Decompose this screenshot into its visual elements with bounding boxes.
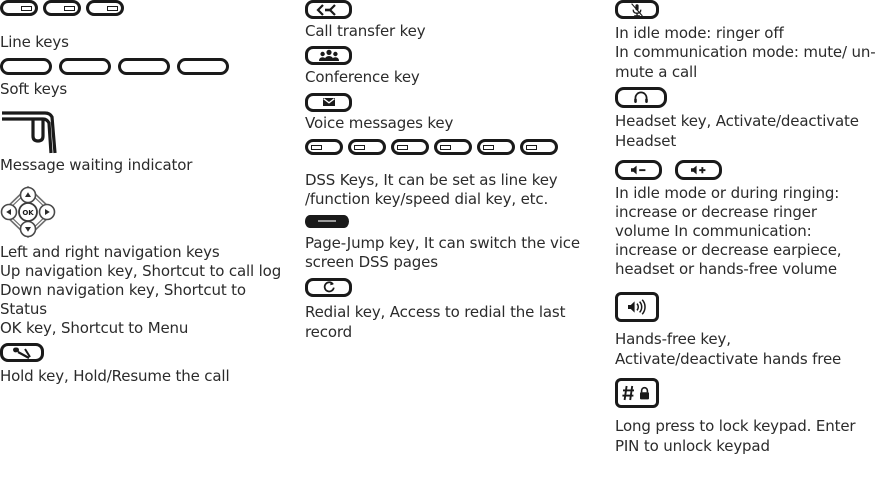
microphone-muted-icon — [631, 2, 643, 16]
dss-key-led-icon — [397, 144, 409, 150]
dss-keys-label: DSS Keys, It can be set as line key /fun… — [305, 170, 558, 209]
spacer — [615, 151, 876, 160]
page-jump-bar-icon — [318, 219, 336, 222]
conference-key-icon[interactable] — [305, 46, 352, 65]
spacer — [615, 279, 876, 292]
hands-free-key-entry: Hands-free key, Activate/deactivate hand… — [615, 292, 876, 369]
redial-key-label: Redial key, Access to redial the last re… — [305, 303, 566, 341]
soft-keys-entry: Soft keys — [0, 57, 296, 100]
page-jump-key-icon[interactable] — [305, 214, 349, 228]
spacer — [0, 176, 296, 185]
svg-text:OK: OK — [22, 209, 34, 217]
keypad-lock-key-entry: Long press to lock keypad. Enter PIN to … — [615, 378, 876, 456]
dss-key-led-icon — [483, 144, 495, 150]
dss-key-icon[interactable] — [477, 138, 516, 155]
hash-padlock-icon — [622, 385, 649, 401]
envelope-icon — [322, 98, 335, 106]
volume-keys-row — [615, 160, 876, 180]
soft-key-icon[interactable] — [0, 57, 52, 75]
middle-column: Call transfer key Conference key Voice m… — [305, 0, 605, 342]
dss-key-led-icon — [526, 144, 538, 150]
mute-key-entry: In idle mode: ringer off In communicatio… — [615, 0, 876, 82]
dss-key-led-icon — [311, 144, 322, 150]
line-key-icon[interactable] — [0, 0, 38, 16]
line-key-led-icon — [107, 6, 119, 11]
soft-key-icon[interactable] — [118, 57, 170, 75]
dss-keys-entry: DSS Keys, It can be set as line key /fun… — [305, 138, 605, 210]
dss-key-led-icon — [354, 144, 366, 150]
soft-key-icon[interactable] — [59, 57, 111, 75]
redial-circular-arrow-icon — [323, 281, 335, 293]
keypad-lock-key-label: Long press to lock keypad. Enter PIN to … — [615, 417, 856, 455]
navigation-keys-entry: OK Left and right navigation keys Up nav… — [0, 185, 296, 338]
dss-key-icon[interactable] — [348, 138, 387, 155]
hands-free-key-icon[interactable] — [615, 292, 659, 322]
message-waiting-indicator-entry: Message waiting indicator — [0, 108, 296, 176]
navigation-dpad-icon[interactable]: OK — [0, 185, 56, 239]
dss-key-icon[interactable] — [434, 138, 473, 155]
conference-people-icon — [318, 49, 339, 61]
line-keys-label: Line keys — [0, 33, 69, 51]
conference-key-label: Conference key — [305, 68, 420, 86]
volume-keys-entry: In idle mode or during ringing: increase… — [615, 160, 876, 279]
message-waiting-indicator-icon — [0, 108, 64, 156]
keypad-lock-key-icon[interactable] — [615, 378, 659, 408]
line-key-icon[interactable] — [86, 0, 125, 16]
transfer-arrows-icon — [315, 3, 336, 16]
hold-key-label: Hold key, Hold/Resume the call — [0, 366, 230, 385]
hash-icon — [622, 385, 634, 401]
call-transfer-key-entry: Call transfer key — [305, 0, 605, 41]
speaker-minus-icon — [630, 165, 645, 175]
page-jump-key-label: Page-Jump key, It can switch the vice sc… — [305, 233, 580, 272]
redial-key-icon[interactable] — [305, 277, 352, 297]
line-key-icon[interactable] — [43, 0, 82, 16]
headset-key-entry: Headset key, Activate/deactivate Headset — [615, 87, 876, 151]
spacer — [615, 369, 876, 378]
message-waiting-indicator-label: Message waiting indicator — [0, 156, 193, 174]
dss-key-icon[interactable] — [305, 138, 343, 155]
speaker-plus-icon — [690, 165, 705, 175]
conference-key-entry: Conference key — [305, 46, 605, 88]
hold-key-entry: Hold key, Hold/Resume the call — [0, 342, 296, 387]
volume-keys-label: In idle mode or during ringing: increase… — [615, 184, 842, 278]
headset-key-label: Headset key, Activate/deactivate Headset — [615, 112, 859, 150]
line-key-led-icon — [64, 6, 76, 11]
hands-free-key-label: Hands-free key, Activate/deactivate hand… — [615, 330, 842, 368]
line-keys-entry: Line keys — [0, 0, 296, 53]
spacer — [0, 99, 296, 108]
dss-key-led-icon — [440, 144, 452, 150]
soft-key-icon[interactable] — [177, 57, 229, 75]
mwi-glyph-icon — [2, 111, 57, 154]
redial-key-entry: Redial key, Access to redial the last re… — [305, 277, 605, 343]
voice-messages-key-label: Voice messages key — [305, 114, 454, 132]
headphones-icon — [634, 91, 648, 103]
voice-messages-key-icon[interactable] — [305, 92, 352, 112]
headset-key-icon[interactable] — [615, 87, 667, 108]
volume-down-key-icon[interactable] — [615, 160, 662, 180]
ok-key-icon — [18, 201, 38, 222]
right-column: In idle mode: ringer off In communicatio… — [615, 0, 876, 456]
dss-key-icon[interactable] — [391, 138, 430, 155]
mute-key-label: In idle mode: ringer off In communicatio… — [615, 23, 876, 81]
left-column: Line keys Soft keys Message waiting indi… — [0, 0, 296, 386]
mute-key-icon[interactable] — [615, 0, 659, 19]
speaker-waves-icon — [628, 299, 646, 315]
soft-keys-label: Soft keys — [0, 79, 68, 98]
dpad-glyph-icon: OK — [0, 185, 56, 238]
call-transfer-key-icon[interactable] — [305, 0, 352, 19]
dss-key-icon[interactable] — [520, 138, 559, 155]
padlock-icon — [640, 386, 649, 400]
soft-keys-row — [0, 57, 296, 75]
volume-up-key-icon[interactable] — [675, 160, 722, 180]
page-jump-key-entry: Page-Jump key, It can switch the vice sc… — [305, 214, 605, 273]
line-key-led-icon — [21, 6, 32, 11]
call-transfer-key-label: Call transfer key — [305, 21, 426, 40]
hold-key-icon[interactable] — [0, 342, 44, 362]
navigation-keys-label: Left and right navigation keys Up naviga… — [0, 242, 282, 337]
hold-handset-crossed-icon — [13, 347, 31, 359]
voice-messages-key-entry: Voice messages key — [305, 92, 605, 134]
